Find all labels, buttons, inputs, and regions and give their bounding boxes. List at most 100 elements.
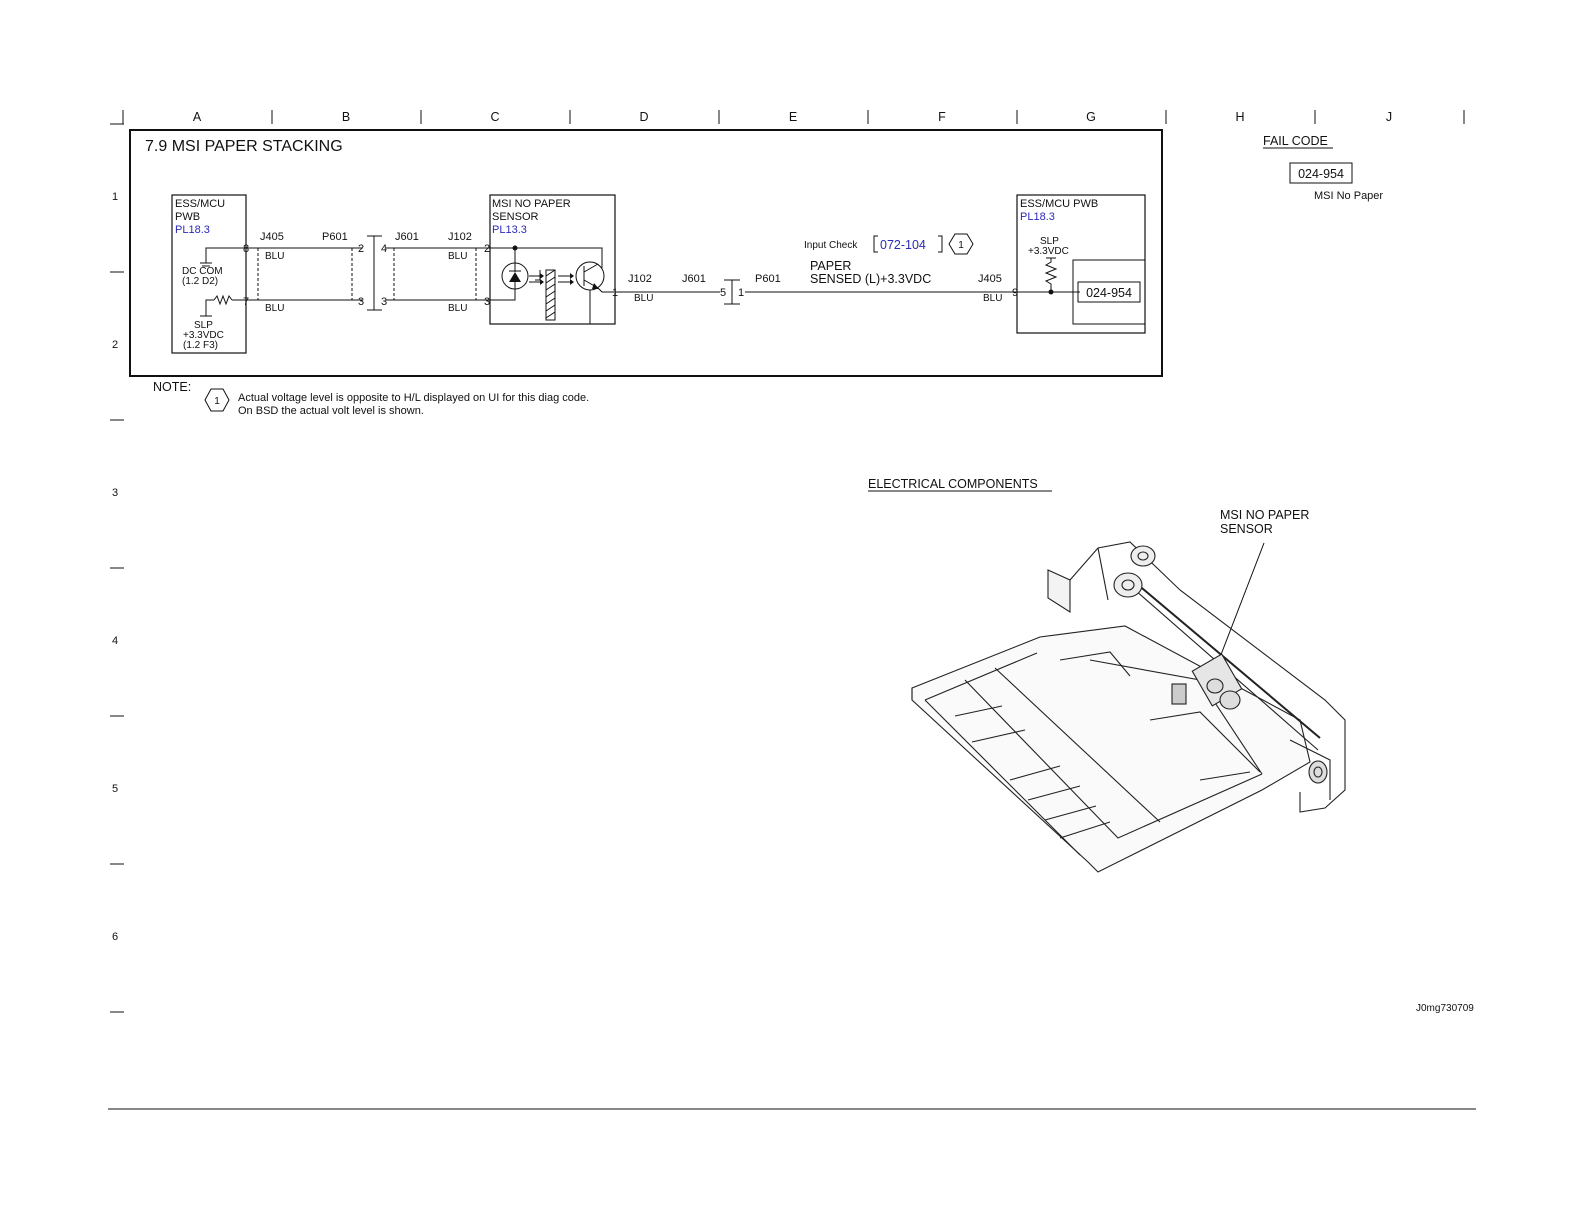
pin-3-a: 3 — [358, 296, 364, 308]
wire-color-blu-6: BLU — [983, 293, 1002, 304]
left-pin-8: 8 — [243, 243, 249, 255]
connector-j102-left: J102 — [448, 231, 472, 243]
column-label-f: F — [938, 110, 946, 124]
fail-code-panel: FAIL CODE 024-954 MSI No Paper — [1263, 134, 1383, 202]
column-label-c: C — [490, 110, 499, 124]
wire-color-blu-1: BLU — [265, 251, 284, 262]
input-check-note-marker: 1 — [958, 240, 964, 251]
right-slp-label: SLP — [1040, 236, 1059, 247]
right-resistor-icon — [1044, 258, 1058, 292]
right-board-code: 024-954 — [1086, 286, 1132, 300]
fail-code-box — [1289, 162, 1353, 184]
right-board-ref: PL18.3 — [1020, 211, 1055, 223]
left-board-ref: PL18.3 — [175, 224, 210, 236]
sensor-ref: PL13.3 — [492, 224, 527, 236]
inline-connector-p601-j601: 4 3 — [367, 235, 387, 311]
sensor-name-line2: SENSOR — [492, 211, 539, 223]
right-pin-9: 9 — [1012, 287, 1018, 299]
row-label-1: 1 — [112, 191, 118, 203]
row-label-2: 2 — [112, 339, 118, 351]
left-board-name-line1: ESS/MCU — [175, 198, 225, 210]
grid-frame: A B C D E F G H J 1 2 3 4 5 6 — [108, 110, 1476, 1110]
pin-1-inline: 1 — [738, 287, 744, 299]
wire-color-blu-5: BLU — [634, 293, 653, 304]
left-pin-7: 7 — [243, 296, 249, 308]
wire-color-blu-2: BLU — [265, 303, 284, 314]
connector-j601-right: J601 — [682, 273, 706, 285]
callout-line2: SENSOR — [1220, 522, 1273, 536]
fail-code-heading: FAIL CODE — [1263, 134, 1328, 148]
sensor-name-line1: MSI NO PAPER — [492, 198, 571, 210]
note-marker-hexagon-icon — [948, 233, 974, 255]
right-ess-mcu-board: ESS/MCU PWB PL18.3 SLP +3.3VDC 024-954 — [1016, 194, 1146, 334]
right-board-name: ESS/MCU PWB — [1020, 198, 1098, 210]
left-slp-label: SLP — [194, 320, 213, 331]
ground-icon — [200, 262, 212, 267]
column-label-d: D — [639, 110, 648, 124]
note-block: NOTE: 1 Actual voltage level is opposite… — [153, 380, 589, 417]
pin-3-b: 3 — [381, 296, 387, 308]
wire-color-blu-3: BLU — [448, 251, 467, 262]
resistor-icon — [213, 294, 233, 306]
fail-code-value: 024-954 — [1298, 167, 1344, 181]
note-line2: On BSD the actual volt level is shown. — [238, 405, 424, 417]
dc-com-ref: (1.2 D2) — [182, 276, 218, 287]
msi-tray-illustration — [911, 541, 1346, 873]
row-label-3: 3 — [112, 487, 118, 499]
fail-code-description: MSI No Paper — [1314, 190, 1383, 202]
signal-name-line2: SENSED (L)+3.3VDC — [810, 272, 931, 286]
note-hexagon-icon — [204, 388, 230, 412]
left-ess-mcu-board: ESS/MCU PWB PL18.3 DC COM (1.2 D2) SLP +… — [171, 194, 249, 354]
wire-color-blu-4: BLU — [448, 303, 467, 314]
phototransistor-icon — [575, 261, 614, 324]
pin-4: 4 — [381, 243, 387, 255]
row-label-6: 6 — [112, 931, 118, 943]
column-label-j: J — [1386, 110, 1392, 124]
row-label-5: 5 — [112, 783, 118, 795]
input-check-code: 072-104 — [880, 238, 926, 252]
electrical-components: ELECTRICAL COMPONENTS MSI NO PAPER SENSO… — [868, 477, 1474, 1014]
pin-2-b: 2 — [484, 243, 490, 255]
left-slp-voltage: +3.3VDC — [183, 330, 224, 341]
msi-no-paper-sensor: MSI NO PAPER SENSOR PL13.3 — [489, 194, 618, 325]
note-marker: 1 — [214, 396, 220, 407]
actuator-slot-icon — [535, 269, 574, 321]
sensor-pin-1: 1 — [612, 287, 618, 299]
column-label-h: H — [1235, 110, 1244, 124]
callout-line1: MSI NO PAPER — [1220, 508, 1309, 522]
components-heading: ELECTRICAL COMPONENTS — [868, 477, 1038, 491]
pin-5: 5 — [720, 287, 726, 299]
dc-com-label: DC COM — [182, 266, 223, 277]
signal-name-line1: PAPER — [810, 259, 851, 273]
connector-p601-left: P601 — [322, 231, 348, 243]
callout-leader — [1216, 542, 1265, 666]
pin-2-a: 2 — [358, 243, 364, 255]
connector-j405-left: J405 — [260, 231, 284, 243]
harness-j601-j102: J601 J102 BLU BLU 2 3 — [386, 231, 490, 314]
column-label-e: E — [789, 110, 797, 124]
column-label-b: B — [342, 110, 350, 124]
connector-j405-right: J405 — [978, 273, 1002, 285]
signal-harness: J102 J601 BLU 5 1 P601 PAPER SENSED (L)+… — [615, 259, 1037, 305]
connector-j102-right: J102 — [628, 273, 652, 285]
harness-j405-p601: J405 P601 BLU BLU 2 3 — [246, 231, 364, 314]
led-icon — [490, 262, 544, 301]
image-id: J0mg730709 — [1416, 1003, 1474, 1014]
circuit-diagram: 7.9 MSI PAPER STACKING ESS/MCU PWB PL18.… — [129, 129, 1163, 377]
column-label-a: A — [193, 110, 202, 124]
input-check: Input Check 072-104 1 — [804, 233, 974, 255]
pin-3-c: 3 — [484, 296, 490, 308]
cpu-block — [1072, 259, 1146, 325]
circuit-border — [129, 129, 1163, 377]
row-label-4: 4 — [112, 635, 118, 647]
note-label: NOTE: — [153, 380, 191, 394]
column-label-g: G — [1086, 110, 1096, 124]
input-check-label: Input Check — [804, 240, 858, 251]
diagram-title: 7.9 MSI PAPER STACKING — [145, 138, 343, 155]
left-slp-ref: (1.2 F3) — [183, 340, 218, 351]
right-slp-voltage: +3.3VDC — [1028, 246, 1069, 257]
left-board-name-line2: PWB — [175, 211, 200, 223]
connector-p601-right: P601 — [755, 273, 781, 285]
